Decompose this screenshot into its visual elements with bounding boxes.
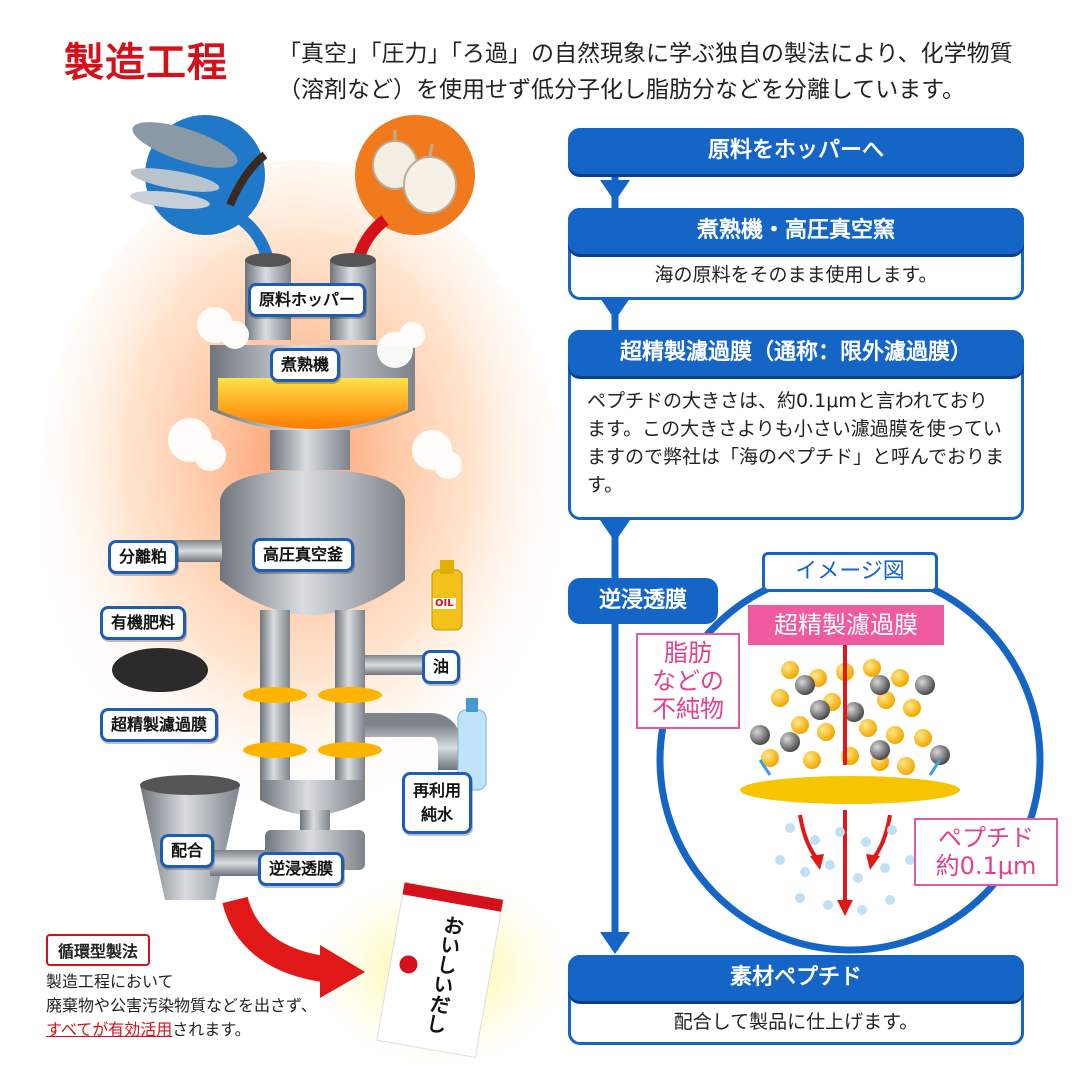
flow-step5-text: 配合して製品に仕上げます。 — [673, 1011, 919, 1033]
flow-step2-box: 煮熟機・高圧真空窯 海の原料をそのまま使用します。 — [568, 208, 1024, 300]
impurities-label: 脂肪 などの 不純物 — [636, 633, 740, 729]
label-blending: 配合 — [160, 834, 215, 868]
impurities-line2: などの — [652, 667, 724, 695]
steam-clouds — [168, 307, 462, 479]
flow-step5-box: 素材ペプチド 配合して製品に仕上げます。 — [568, 955, 1024, 1045]
label-hopper: 原料ホッパー — [248, 283, 367, 317]
recycled-water-line1: 再利用 — [413, 781, 462, 800]
product-arrow-head — [320, 945, 365, 998]
label-ultrafiltration: 超精製濾過膜 — [100, 708, 219, 742]
boiler-soup — [218, 378, 408, 429]
page-lead-text: 「真空」「圧力」「ろ過」の自然現象に学ぶ独自の製法により、化学物質（溶剤など）を… — [278, 41, 1013, 103]
label-recycled-water: 再利用 純水 — [402, 772, 473, 834]
impurity-particles — [750, 675, 950, 765]
label-oil: 油 — [422, 650, 461, 684]
membrane-layer — [740, 776, 960, 804]
membrane-label: 超精製濾過膜 — [748, 605, 944, 645]
flow-step2-title: 煮熟機・高圧真空窯 — [568, 208, 1024, 254]
flow-step2-text: 海の原料をそのまま使用します。 — [654, 264, 938, 286]
membrane-ring — [243, 742, 307, 758]
page-title: 製造工程 — [64, 39, 228, 86]
recycle-line3-tail: されます。 — [172, 1020, 251, 1039]
flow-step5-title: 素材ペプチド — [568, 955, 1024, 1001]
recycle-text: 製造工程において 廃棄物や公害汚染物質などを出さず、 すべてが有効活用されます。 — [46, 970, 386, 1042]
fertilizer-pile — [112, 648, 208, 692]
label-separated-lees: 分離粕 — [108, 540, 179, 574]
fish-icon — [130, 122, 268, 209]
recycle-highlight: すべてが有効活用 — [46, 1020, 173, 1039]
peptide-particles — [775, 823, 915, 915]
peptide-line2: 約0.1μm — [935, 852, 1037, 880]
water-pipe — [365, 713, 462, 770]
fat-particles — [761, 659, 932, 775]
garlic-icon — [372, 130, 457, 214]
recycle-badge: 循環型製法 — [46, 934, 151, 966]
label-organic-fertilizer: 有機肥料 — [100, 606, 187, 640]
recycle-line1: 製造工程において — [46, 972, 174, 991]
flow-step4-title: 逆浸透膜 — [568, 578, 718, 624]
image-diagram-title: イメージ図 — [762, 552, 938, 592]
label-reverse-osmosis: 逆浸透膜 — [258, 852, 345, 886]
recycle-line2: 廃棄物や公害汚染物質などを出さず、 — [46, 996, 317, 1015]
label-vacuum-kettle: 高圧真空釜 — [252, 538, 355, 572]
flow-step3-box: 超精製濾過膜（通称：限外濾過膜） ペプチドの大きさは、約0.1μmと言われており… — [568, 330, 1024, 520]
peptide-line1: ペプチド — [938, 824, 1034, 852]
flow-step3-text: ペプチドの大きさは、約0.1μmと言われております。この大きさよりも小さい濾過膜… — [587, 390, 1005, 496]
label-boiler: 煮熟機 — [270, 348, 341, 382]
flow-step3-title: 超精製濾過膜（通称：限外濾過膜） — [568, 330, 1024, 376]
peptide-label: ペプチド 約0.1μm — [914, 818, 1058, 886]
recycle-line3: すべてが有効活用されます。 — [46, 1018, 386, 1042]
membrane-ring — [243, 687, 307, 703]
machine-illustration — [40, 115, 560, 1070]
oil-bottle-label: OIL — [433, 598, 456, 609]
recycled-water-line2: 純水 — [421, 805, 454, 824]
flow-connectors — [600, 170, 630, 954]
product-package — [376, 881, 504, 1059]
impurities-line3: 不純物 — [652, 695, 724, 723]
impurities-line1: 脂肪 — [664, 639, 712, 667]
product-arrow — [222, 896, 332, 983]
oil-pipe — [365, 655, 435, 675]
membrane-ring — [318, 687, 382, 703]
flow-step1-title: 原料をホッパーへ — [568, 128, 1024, 174]
membrane-ring — [318, 742, 382, 758]
